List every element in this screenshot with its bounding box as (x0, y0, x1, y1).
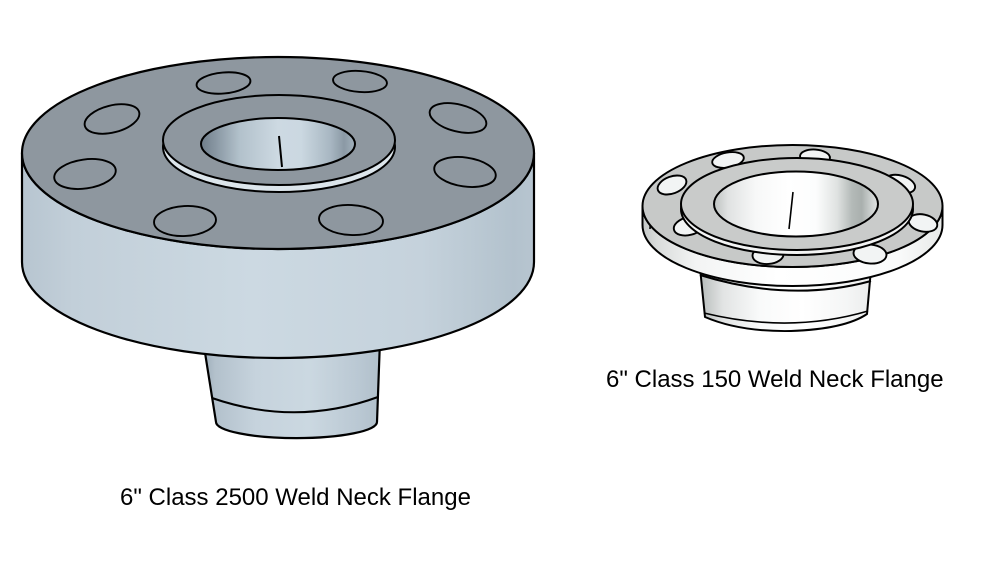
hub-edge-line (699, 274, 872, 292)
weld-bevel-line (703, 310, 869, 324)
axis-mark (788, 191, 794, 230)
bolt-hole (428, 102, 488, 134)
axis-mark (278, 135, 283, 168)
bolt-hole (332, 69, 388, 94)
weld-neck (201, 338, 382, 440)
bolt-hole-circle (53, 69, 497, 238)
flange-150-render (641, 144, 944, 333)
weld-bevel-line (211, 396, 379, 414)
bolt-hole (195, 71, 252, 95)
bolt-hole (83, 103, 141, 135)
flange-150-caption: 6" Class 150 Weld Neck Flange (606, 366, 944, 393)
bolt-hole (433, 156, 497, 188)
bolt-hole (53, 158, 117, 190)
flange-2500-render (20, 55, 536, 440)
bore-hole (200, 117, 356, 171)
bore-hole (713, 170, 879, 238)
bolt-hole (318, 203, 384, 237)
flange-2500-caption: 6" Class 2500 Weld Neck Flange (120, 484, 471, 511)
bolt-hole (656, 174, 688, 196)
bolt-hole (153, 204, 217, 238)
